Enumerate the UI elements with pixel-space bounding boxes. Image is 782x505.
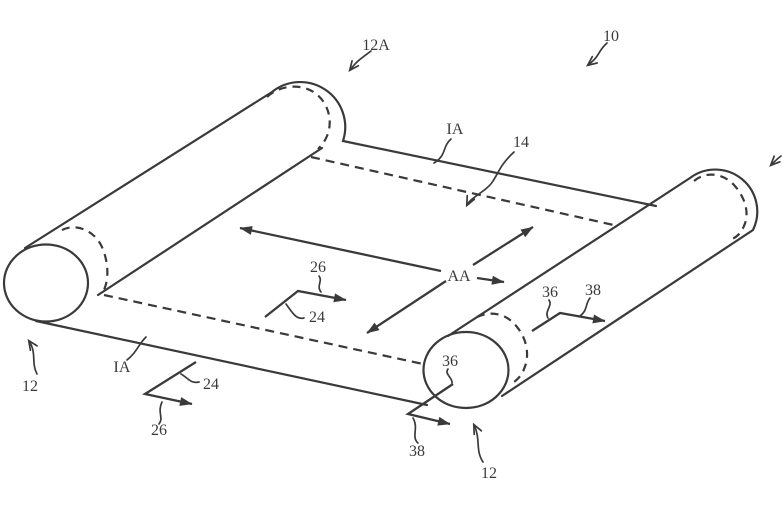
section-arrow-aa-upper-left — [240, 228, 441, 271]
label-26-lower-left: 26 — [151, 422, 167, 439]
leader-10 — [588, 43, 607, 65]
direction-arrow-middle-24-26 — [265, 291, 346, 317]
label-26-middle: 26 — [310, 259, 326, 276]
leader-26-lower-left — [159, 402, 162, 424]
leader-right-edge-cutoff — [771, 156, 781, 165]
leader-12-lower-right — [474, 425, 483, 462]
leader-12-lower-left — [29, 341, 37, 374]
roller-left-body-and-panel-top-edge — [25, 82, 656, 248]
leader-36-upper-right — [547, 300, 550, 318]
label-24-lower-left: 24 — [203, 376, 219, 393]
leader-36-roller-face — [447, 369, 452, 383]
panel-hidden-edge-bottom — [104, 295, 423, 364]
label-1a-bottom: IA — [114, 359, 131, 376]
leader-38-lower — [413, 418, 418, 443]
leader-38-upper-right — [580, 298, 590, 316]
label-24-middle: 24 — [309, 309, 325, 326]
roller-right-body — [448, 170, 757, 396]
label-38-upper-right: 38 — [585, 282, 601, 299]
roller-left-lower-edge — [98, 148, 322, 295]
panel-bottom-edge — [36, 321, 427, 405]
section-arrow-aa-right — [477, 278, 504, 282]
leader-24-middle — [286, 304, 304, 318]
section-arrow-aa-lower-left — [367, 281, 446, 333]
roller-left-far-cap-hidden-arc — [267, 87, 330, 149]
roller-right-near-cap-hidden-arc — [477, 314, 527, 382]
label-12a-top: 12A — [362, 37, 390, 54]
label-36-upper-right: 36 — [542, 284, 558, 301]
direction-arrow-upper-right-36-38 — [532, 313, 605, 331]
roller-right-end-face — [424, 332, 509, 408]
label-10: 10 — [603, 28, 619, 45]
roller-left-end-face — [4, 245, 88, 322]
direction-arrow-lower-left-24-26 — [145, 362, 196, 404]
label-38-lower: 38 — [409, 443, 425, 460]
label-36-roller-face: 36 — [442, 353, 458, 370]
leader-26-middle — [319, 276, 321, 292]
label-12-lower-left: 12 — [22, 378, 38, 395]
section-arrow-aa-upper-right — [473, 227, 533, 265]
label-14: 14 — [513, 134, 529, 151]
label-1a-top: IA — [447, 121, 464, 138]
roller-left-near-cap-hidden-arc — [62, 227, 107, 292]
label-aa: AA — [447, 268, 471, 285]
label-12-lower-right: 12 — [481, 465, 497, 482]
leader-24-lower-left — [181, 374, 199, 382]
roller-right-far-cap-hidden-arc — [694, 175, 747, 239]
